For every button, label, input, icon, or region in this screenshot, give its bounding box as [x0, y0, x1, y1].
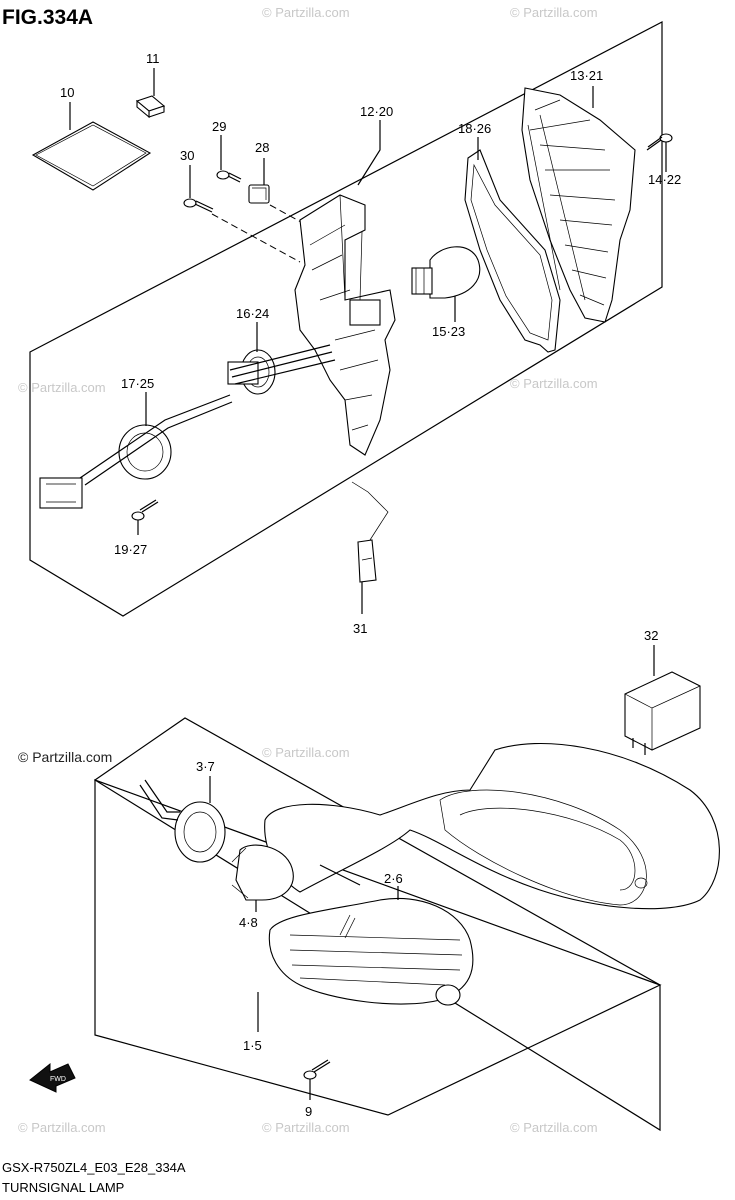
- part-3-7-socket[interactable]: [139, 779, 226, 863]
- watermark: © Partzilla.com: [262, 745, 350, 760]
- part-12-20-lamp-housing[interactable]: [294, 194, 396, 456]
- watermark: © Partzilla.com: [510, 376, 598, 391]
- label-16-24: 16·24: [236, 306, 269, 321]
- part-15-23-bulb[interactable]: [411, 246, 481, 299]
- label-32: 32: [644, 628, 658, 643]
- fwd-arrow-text: FWD: [50, 1076, 66, 1083]
- watermarks: © Partzilla.com © Partzilla.com © Partzi…: [18, 5, 598, 1135]
- label-2-6: 2·6: [384, 871, 403, 886]
- label-10: 10: [60, 85, 74, 100]
- figure-caption: TURNSIGNAL LAMP: [2, 1180, 124, 1195]
- part-9-screw[interactable]: [303, 1059, 331, 1080]
- label-4-8: 4·8: [239, 915, 258, 930]
- part-13-21-lens[interactable]: [521, 87, 636, 323]
- part-31-clip[interactable]: [357, 539, 377, 583]
- part-29-screw[interactable]: [216, 170, 242, 183]
- watermark: © Partzilla.com: [510, 1120, 598, 1135]
- part-18-26-gasket[interactable]: [464, 149, 561, 353]
- label-31: 31: [353, 621, 367, 636]
- label-3-7: 3·7: [196, 759, 215, 774]
- lower-assembly-frame: [94, 779, 662, 1116]
- watermark: © Partzilla.com: [18, 1120, 106, 1135]
- label-14-22: 14·22: [648, 172, 681, 187]
- part-19-27-screw[interactable]: [131, 499, 159, 521]
- part-32-relay[interactable]: [624, 671, 701, 755]
- part-11-cushion[interactable]: [135, 95, 166, 119]
- model-code: GSX-R750ZL4_E03_E28_334A: [2, 1160, 186, 1175]
- label-15-23: 15·23: [432, 324, 465, 339]
- part-2-6-turnsignal-lens[interactable]: [268, 897, 474, 1006]
- part-14-22-screw[interactable]: [646, 133, 673, 151]
- label-28: 28: [255, 140, 269, 155]
- label-18-26: 18·26: [458, 121, 491, 136]
- watermark: © Partzilla.com: [18, 380, 106, 395]
- watermark: © Partzilla.com: [262, 1120, 350, 1135]
- label-12-20: 12·20: [360, 104, 393, 119]
- label-13-21: 13·21: [570, 68, 603, 83]
- fwd-arrow-icon: FWD: [29, 1062, 76, 1093]
- label-1-5: 1·5: [243, 1038, 262, 1053]
- figure-title: FIG.334A: [2, 6, 93, 29]
- upper-assembly-frame: [29, 21, 663, 617]
- part-17-25-grommet-harness[interactable]: [39, 394, 233, 509]
- part-30-screw[interactable]: [183, 198, 214, 213]
- part-16-24-socket[interactable]: [227, 344, 336, 395]
- watermark: © Partzilla.com: [510, 5, 598, 20]
- partzilla-watermark-main: © Partzilla.com: [18, 749, 112, 765]
- watermark: © Partzilla.com: [262, 5, 350, 20]
- label-29: 29: [212, 119, 226, 134]
- part-4-8-bulb[interactable]: [231, 844, 294, 901]
- part-10-pad[interactable]: [31, 121, 152, 191]
- label-30: 30: [180, 148, 194, 163]
- label-11: 11: [146, 51, 160, 66]
- label-9: 9: [305, 1104, 312, 1119]
- mirror-stay-assembly[interactable]: [264, 742, 720, 910]
- label-17-25: 17·25: [121, 376, 154, 391]
- part-28-clip-nut[interactable]: [248, 184, 270, 204]
- label-19-27: 19·27: [114, 542, 147, 557]
